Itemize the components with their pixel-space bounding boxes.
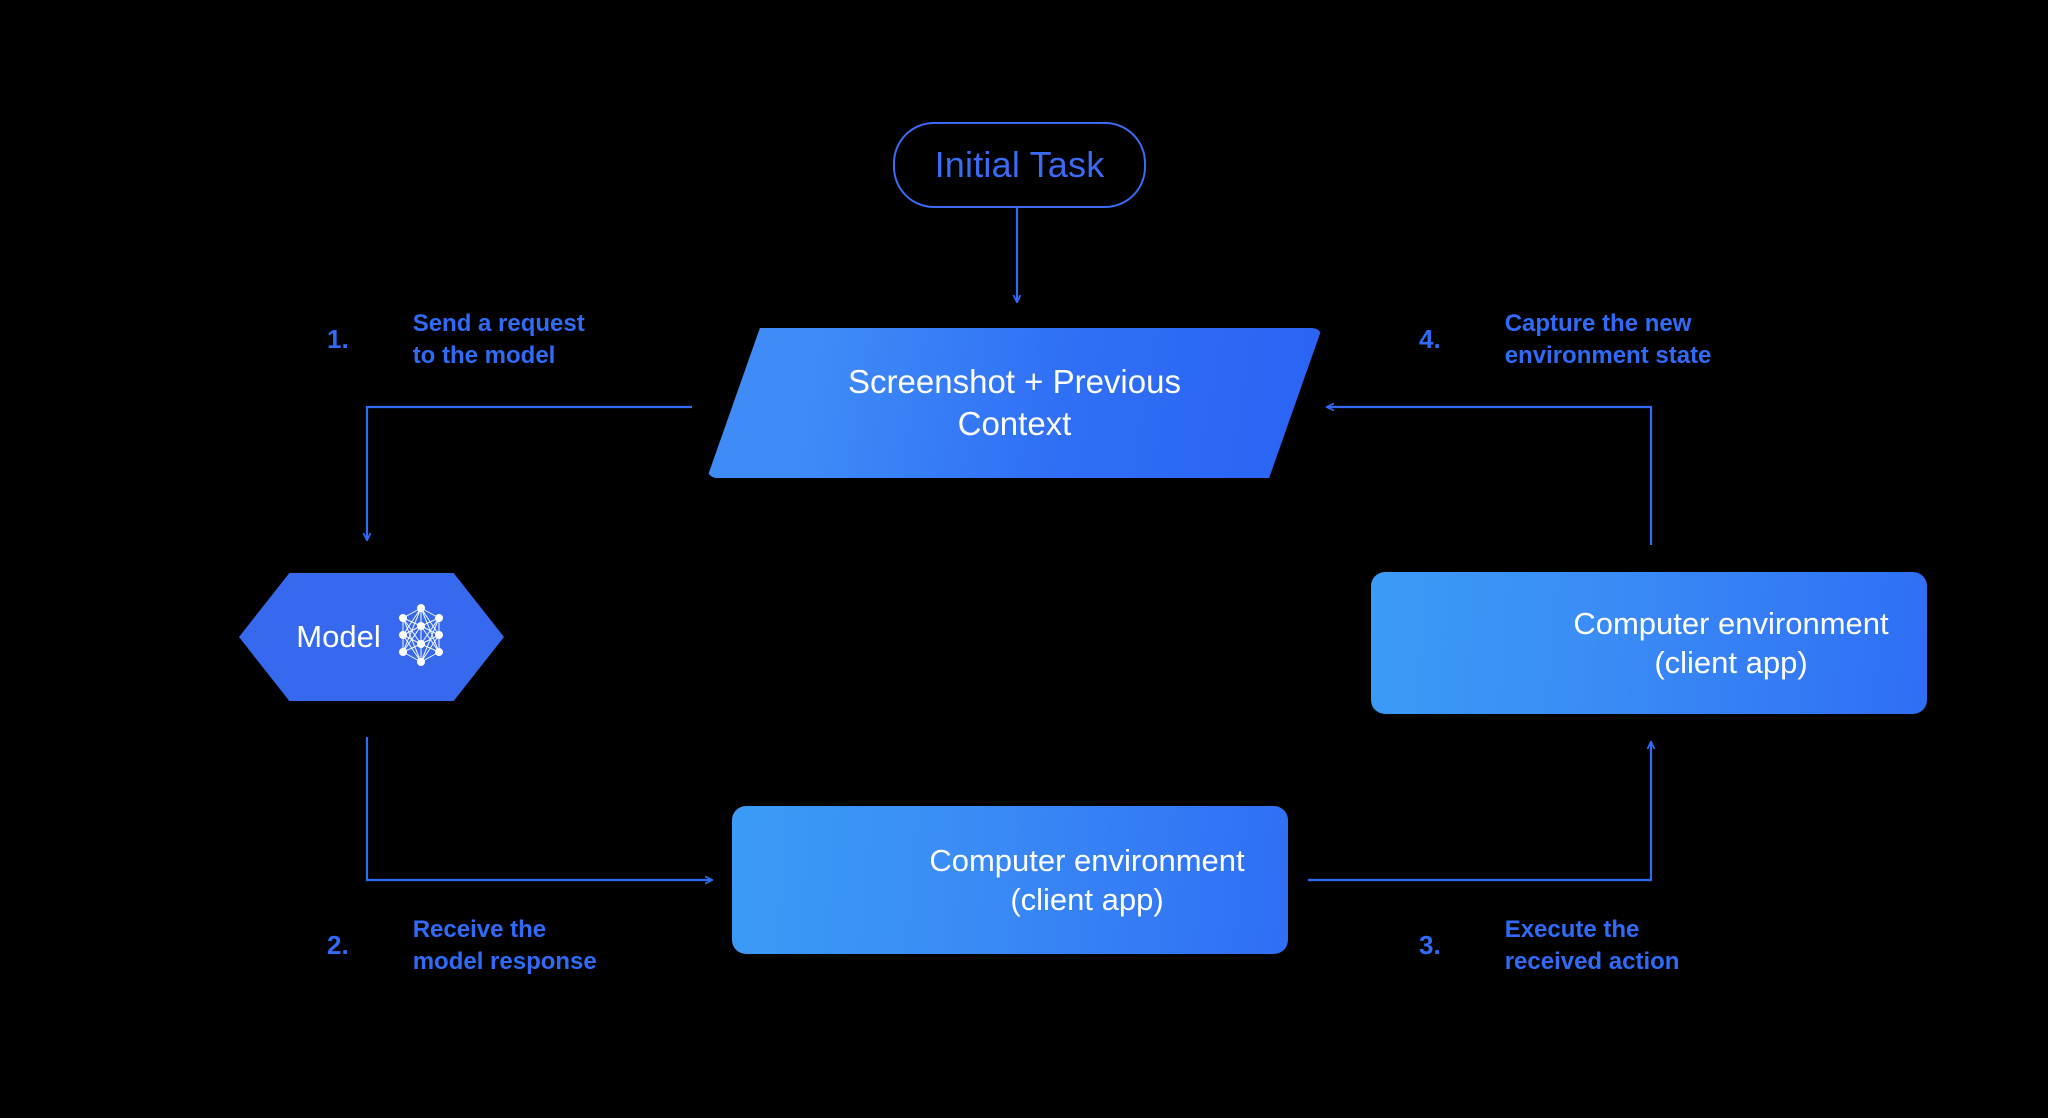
context-label-line2: Context <box>957 405 1072 442</box>
model-content: Model <box>239 573 504 701</box>
step-3-caption: Execute the received action <box>1504 916 1680 975</box>
environment-bottom-line2: (client app) <box>1010 882 1164 917</box>
step-1: 1. Send a request to the model <box>327 308 585 371</box>
step-2-caption: Receive the model response <box>412 916 597 975</box>
environment-top-label: Computer environment (client app) <box>1381 572 1927 714</box>
node-computer-environment-top[interactable]: Computer environment (client app) <box>1371 572 1927 714</box>
node-computer-environment-bottom[interactable]: Computer environment (client app) <box>732 806 1288 954</box>
step-4: 4. Capture the new environment state <box>1419 308 1711 371</box>
node-model[interactable]: Model <box>239 573 504 701</box>
step-3-number: 3. <box>1419 930 1441 961</box>
environment-top-line1: Computer environment <box>1573 605 1889 641</box>
step-4-number: 4. <box>1419 324 1441 355</box>
model-label: Model <box>296 619 381 654</box>
step-4-caption: Capture the new environment state <box>1504 310 1712 369</box>
neural-network-icon <box>395 602 447 673</box>
connector-env-top-to-context <box>1327 407 1653 545</box>
card-background-bottom <box>732 806 1288 954</box>
environment-top-line2: (client app) <box>1654 645 1808 680</box>
card-background-top <box>1371 572 1927 714</box>
step-1-caption: Send a request to the model <box>412 310 585 369</box>
node-screenshot-context[interactable]: Screenshot + Previous Context <box>707 328 1322 478</box>
step-3: 3. Execute the received action <box>1419 914 1679 977</box>
step-2: 2. Receive the model response <box>327 914 597 977</box>
environment-bottom-line1: Computer environment <box>929 842 1245 878</box>
connector-env-bottom-to-env-top <box>1308 742 1651 882</box>
connector-model-to-env-bottom <box>365 737 712 880</box>
step-1-number: 1. <box>327 324 349 355</box>
initial-task-label: Initial Task <box>934 144 1105 185</box>
hexagon-shape <box>239 573 504 701</box>
parallelogram-shape <box>707 328 1322 478</box>
environment-bottom-label: Computer environment (client app) <box>742 806 1288 954</box>
step-2-number: 2. <box>327 930 349 961</box>
context-label: Screenshot + Previous Context <box>707 328 1322 478</box>
node-initial-task[interactable]: Initial Task <box>893 122 1146 208</box>
context-label-line1: Screenshot + Previous <box>848 363 1181 401</box>
connector-context-to-model <box>367 405 692 540</box>
